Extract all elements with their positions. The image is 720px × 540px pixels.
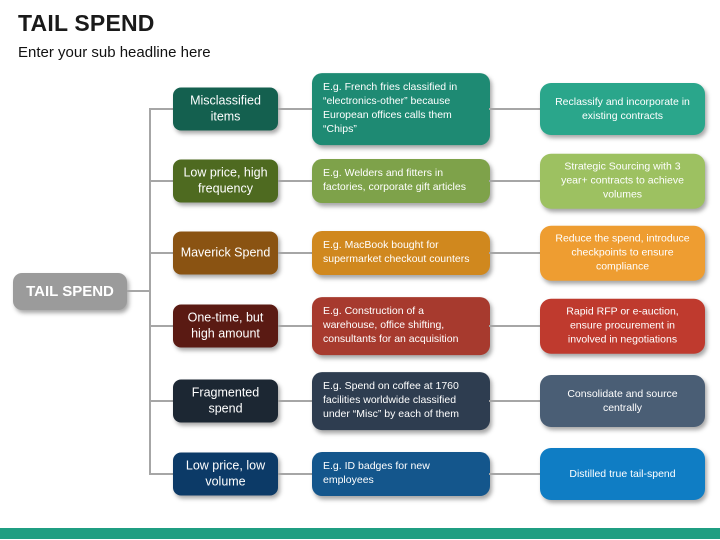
action-node: Reclassify and incorporate in existing c…: [540, 83, 705, 135]
example-node: E.g. Construction of a warehouse, office…: [312, 297, 490, 355]
action-node: Rapid RFP or e-auction, ensure procureme…: [540, 298, 705, 354]
connector-line: [489, 473, 541, 475]
category-node: One-time, but high amount: [173, 304, 278, 348]
example-node: E.g. French fries classified in “electro…: [312, 73, 490, 145]
action-node: Consolidate and source centrally: [540, 375, 705, 427]
footer-accent-bar: [0, 528, 720, 539]
category-node: Misclassified items: [173, 87, 278, 131]
connector-line: [278, 108, 313, 110]
page-subtitle: Enter your sub headline here: [18, 44, 211, 61]
diagram-row-one-time-high-amount: One-time, but high amount E.g. Construct…: [0, 290, 720, 362]
connector-line: [489, 325, 541, 327]
category-node: Low price, high frequency: [173, 159, 278, 203]
category-node: Fragmented spend: [173, 379, 278, 423]
connector-line: [278, 252, 313, 254]
diagram-row-misclassified: Misclassified items E.g. French fries cl…: [0, 73, 720, 145]
root-node-tail-spend: TAIL SPEND: [13, 273, 127, 310]
category-node: Maverick Spend: [173, 231, 278, 275]
diagram-row-maverick-spend: Maverick Spend E.g. MacBook bought for s…: [0, 217, 720, 289]
connector-line: [150, 108, 174, 110]
connector-line: [278, 473, 313, 475]
example-node: E.g. ID badges for new employees: [312, 452, 490, 496]
connector-line: [150, 180, 174, 182]
action-node: Strategic Sourcing with 3 year+ contract…: [540, 153, 705, 209]
category-node: Low price, low volume: [173, 452, 278, 496]
diagram-row-fragmented-spend: Fragmented spend E.g. Spend on coffee at…: [0, 365, 720, 437]
connector-line: [489, 252, 541, 254]
connector-line: [150, 252, 174, 254]
connector-line: [278, 325, 313, 327]
diagram-row-low-price-low-volume: Low price, low volume E.g. ID badges for…: [0, 438, 720, 510]
example-node: E.g. Welders and fitters in factories, c…: [312, 159, 490, 203]
example-node: E.g. MacBook bought for supermarket chec…: [312, 231, 490, 275]
connector-line: [278, 180, 313, 182]
page-title: TAIL SPEND: [18, 10, 155, 36]
connector-line: [489, 108, 541, 110]
connector-line: [150, 325, 174, 327]
connector-line: [150, 400, 174, 402]
connector-line: [489, 400, 541, 402]
connector-line: [150, 473, 174, 475]
action-node: Distilled true tail-spend: [540, 448, 705, 500]
action-node: Reduce the spend, introduce checkpoints …: [540, 225, 705, 281]
connector-line: [489, 180, 541, 182]
connector-line: [278, 400, 313, 402]
connector-spine: [149, 108, 151, 475]
diagram-row-low-price-high-frequency: Low price, high frequency E.g. Welders a…: [0, 145, 720, 217]
connector-line: [127, 290, 150, 292]
example-node: E.g. Spend on coffee at 1760 facilities …: [312, 372, 490, 430]
